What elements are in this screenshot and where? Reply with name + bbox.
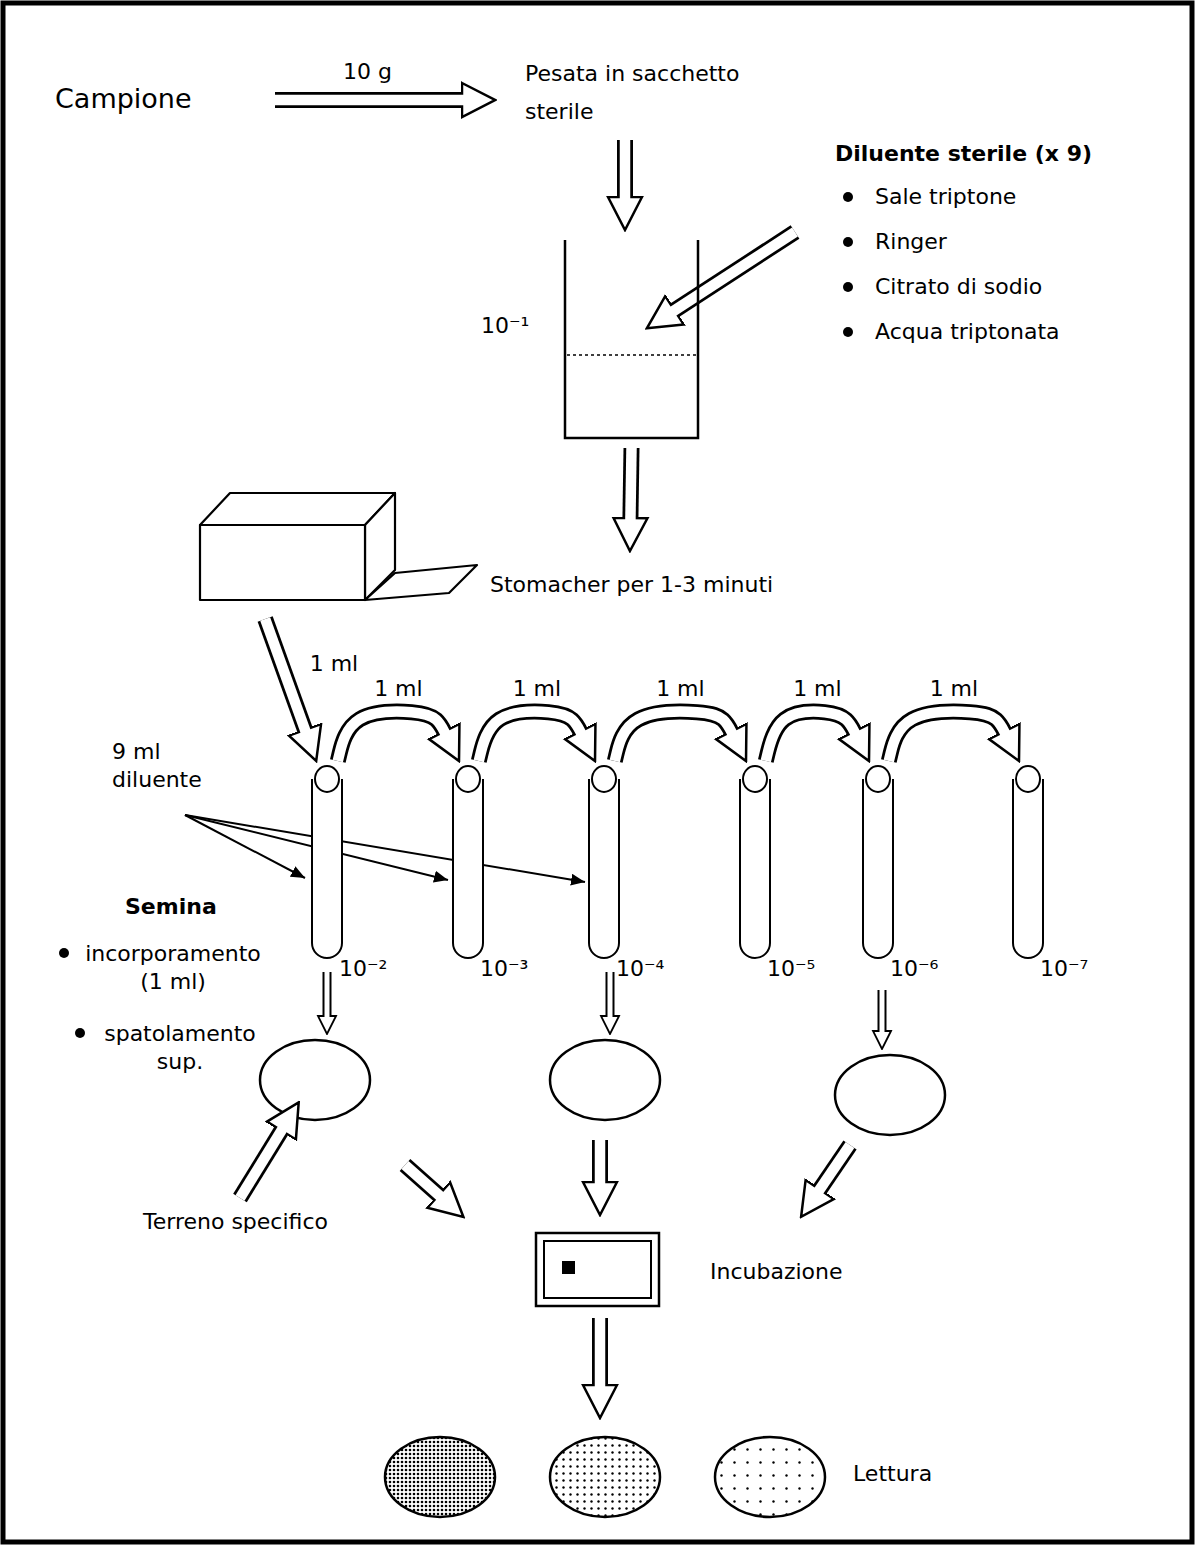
tube-node: 10⁻² xyxy=(309,765,345,960)
annotation: spatolamento sup. xyxy=(95,1020,265,1076)
annotation: Acqua triptonata xyxy=(875,318,1060,346)
node-label: 10⁻¹ xyxy=(481,312,529,340)
annotation: Terreno specifico xyxy=(143,1208,328,1236)
arrow-body xyxy=(889,712,1006,761)
incubator-node: Incubazione xyxy=(535,1232,660,1307)
block-arrow xyxy=(625,140,626,200)
petri-dish xyxy=(260,1040,945,1135)
beaker-node: 10⁻¹ xyxy=(563,240,700,440)
tube-shape xyxy=(309,765,345,960)
arrow-outline xyxy=(630,448,631,521)
annotation: Sale triptone xyxy=(875,183,1016,211)
arrow-outline xyxy=(338,712,446,761)
node-label: 10⁻⁷ xyxy=(1040,955,1088,983)
block-arrow xyxy=(672,232,795,312)
arrow-outline xyxy=(766,712,856,761)
node-label: Stomacher per 1-3 minuti xyxy=(490,571,773,599)
annotation: Citrato di sodio xyxy=(875,273,1042,301)
annotation: Campione xyxy=(55,82,192,115)
stomacher-shape xyxy=(195,485,485,620)
annotation: incorporamento (1 ml) xyxy=(78,940,268,996)
edge-label: 1 ml xyxy=(928,675,981,703)
arrow-body xyxy=(265,619,306,733)
tube-node: 10⁻⁶ xyxy=(860,765,896,960)
annotation: Pesata in sacchetto sterile xyxy=(525,55,765,131)
flow-arrow xyxy=(889,712,1006,761)
incubator-shape xyxy=(535,1232,660,1307)
bullet xyxy=(59,192,853,1038)
tube-node: 10⁻⁴ xyxy=(586,765,622,960)
arrow-body xyxy=(766,712,856,761)
node-label: Incubazione xyxy=(710,1258,843,1286)
flow-arrow xyxy=(265,619,306,733)
tube-shape xyxy=(450,765,486,960)
small-arrow xyxy=(882,990,883,1033)
arrow-outline xyxy=(479,712,582,761)
node-label: 10⁻⁴ xyxy=(616,955,664,983)
arrow-body xyxy=(479,712,582,761)
arrow-outline xyxy=(889,712,1006,761)
block-arrow xyxy=(600,1318,601,1388)
arrow-body xyxy=(338,712,446,761)
node-label: 10⁻⁵ xyxy=(767,955,815,983)
block-arrow xyxy=(405,1165,441,1197)
frame xyxy=(3,3,1192,1542)
edge-label: 1 ml xyxy=(308,650,361,678)
tube-shape xyxy=(737,765,773,960)
arrow-body xyxy=(615,712,733,761)
tube-shape xyxy=(1010,765,1046,960)
colony-plate xyxy=(385,1437,825,1517)
flow-arrow xyxy=(338,712,446,761)
tube-node: 10⁻⁷ xyxy=(1010,765,1046,960)
annotation: Lettura xyxy=(853,1460,932,1488)
block-arrow xyxy=(240,1128,283,1198)
block-arrow xyxy=(600,1140,601,1185)
tube-shape xyxy=(586,765,622,960)
annotation: Ringer xyxy=(875,228,947,256)
annotation: Semina xyxy=(125,893,217,921)
tube-node: 10⁻⁵ xyxy=(737,765,773,960)
tube-node: 10⁻³ xyxy=(450,765,486,960)
arrow-outline xyxy=(615,712,733,761)
edge-label: 1 ml xyxy=(791,675,844,703)
annotation: Diluente sterile (x 9) xyxy=(835,140,1092,168)
edge-label: 1 ml xyxy=(372,675,425,703)
flow-arrow xyxy=(766,712,856,761)
annotation: 9 ml diluente xyxy=(112,738,222,794)
small-arrow xyxy=(610,972,611,1018)
flow-arrow xyxy=(630,448,631,521)
annotation: 10 g xyxy=(343,58,392,86)
node-label: 10⁻² xyxy=(339,955,387,983)
arrow-outline xyxy=(265,619,306,733)
node-label: 10⁻³ xyxy=(480,955,528,983)
small-arrow xyxy=(327,972,328,1018)
node-label: 10⁻⁶ xyxy=(890,955,938,983)
stomacher-node: Stomacher per 1-3 minuti xyxy=(195,555,805,615)
tube-shape xyxy=(860,765,896,960)
edge-label: 1 ml xyxy=(654,675,707,703)
flow-arrow xyxy=(615,712,733,761)
block-arrow xyxy=(275,100,465,101)
block-arrow xyxy=(818,1145,850,1192)
beaker-shape xyxy=(563,240,700,440)
arrow-body xyxy=(630,448,631,521)
leader-line xyxy=(185,815,585,882)
flow-arrow xyxy=(479,712,582,761)
edge-label: 1 ml xyxy=(511,675,564,703)
